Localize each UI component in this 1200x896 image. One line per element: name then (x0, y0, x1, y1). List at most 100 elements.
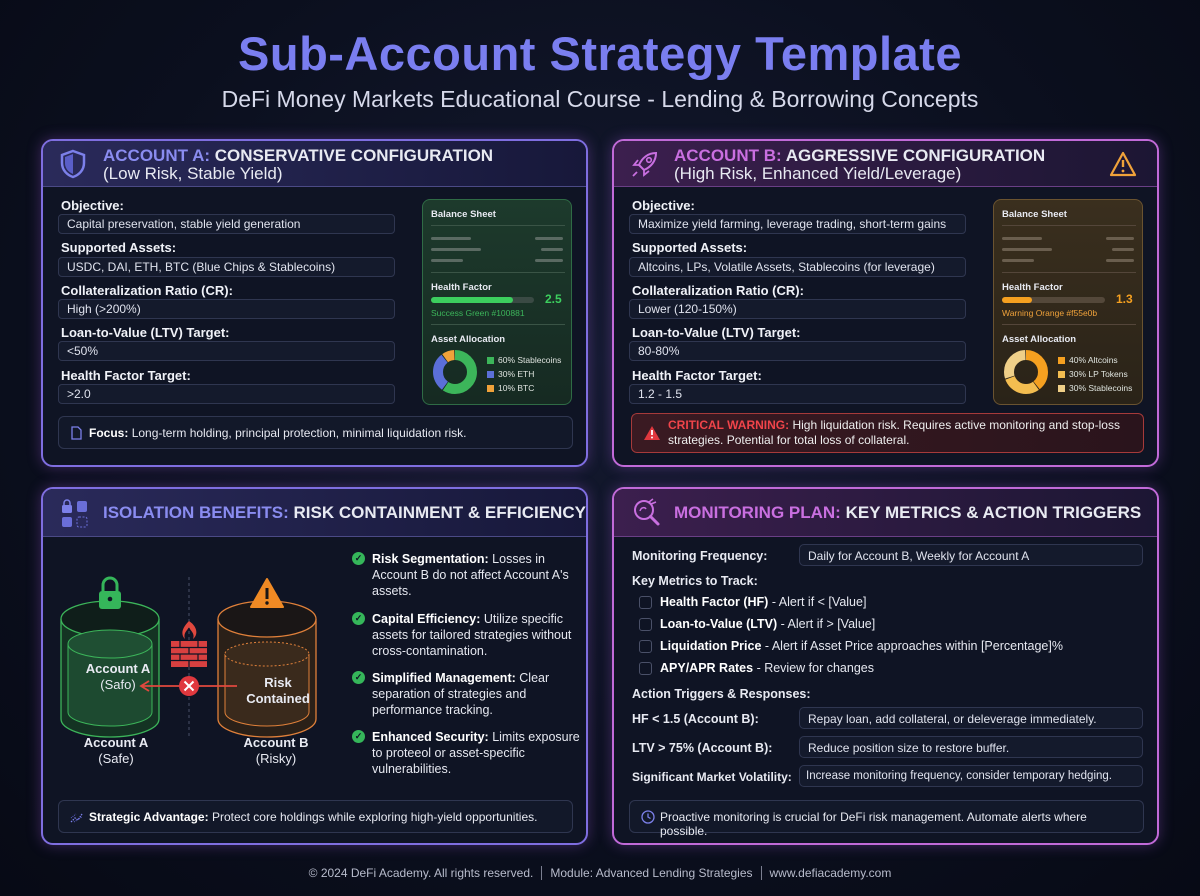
donut-segment (433, 350, 477, 394)
metric-text: - Alert if < [Value] (768, 595, 867, 609)
account-a-prefix: ACCOUNT A: (103, 146, 211, 165)
monitoring-header: MONITORING PLAN: KEY METRICS & ACTION TR… (614, 489, 1157, 537)
health-factor-bar (1002, 297, 1105, 303)
health-factor-fill (431, 297, 514, 303)
metric-item: Loan-to-Value (LTV) - Alert if > [Value] (660, 617, 875, 631)
objective-label: Objective: (632, 198, 695, 213)
advantage-text: Protect core holdings while exploring hi… (211, 810, 538, 824)
check-icon: ✓ (352, 552, 365, 565)
health-factor-value: 1.3 (1116, 292, 1133, 306)
legend-item: 10% BTC (487, 383, 534, 393)
donut-segment (433, 350, 477, 394)
asset-allocation-donut (1004, 350, 1048, 394)
benefit-text: Losses in Account B do not affect Accoun… (372, 552, 569, 598)
asset-allocation-donut (433, 350, 477, 394)
placeholder-line (535, 259, 563, 262)
legend-swatch (487, 371, 494, 378)
ltv-label: Loan-to-Value (LTV) Target: (632, 325, 801, 340)
health-factor-note: Warning Orange #f55e0b (1002, 308, 1098, 318)
legend-label: 40% Altcoins (1069, 355, 1118, 365)
supported-assets-field: USDC, DAI, ETH, BTC (Blue Chips & Stable… (58, 257, 395, 277)
inner-sublabel: (Safo) (100, 677, 136, 692)
donut-segment (1004, 350, 1048, 394)
legend-swatch (487, 357, 494, 364)
hf-target-label: Health Factor Target: (632, 368, 762, 383)
placeholder-line (1106, 237, 1134, 240)
metric-checkbox[interactable] (639, 596, 652, 609)
focus-text: Long-term holding, principal protection,… (131, 426, 467, 440)
ltv-field: <50% (58, 341, 395, 361)
metric-checkbox[interactable] (639, 662, 652, 675)
donut-segment (1004, 350, 1048, 394)
trigger-response-field[interactable]: Reduce position size to restore buffer. (799, 736, 1143, 758)
warning-icon (1109, 151, 1137, 177)
caption-sublabel: (Risky) (255, 751, 297, 766)
benefit-title: Risk Segmentation: (372, 552, 489, 566)
shield-icon (60, 149, 86, 179)
isolation-title: RISK CONTAINMENT & EFFICIENCY (293, 503, 586, 522)
footer-copyright: © 2024 DeFi Academy. All rights reserved… (308, 866, 534, 880)
donut-segment (1004, 350, 1048, 394)
firewall-icon (171, 621, 207, 667)
inner-label: Account A (85, 661, 151, 676)
balance-sheet-title: Balance Sheet (431, 209, 496, 220)
metric-checkbox[interactable] (639, 618, 652, 631)
placeholder-line (541, 248, 563, 251)
monitoring-title: KEY METRICS & ACTION TRIGGERS (845, 503, 1142, 522)
trigger-response-field[interactable]: Increase monitoring frequency, consider … (799, 765, 1143, 787)
benefit-text: Utilize specific assets for tailored str… (372, 612, 572, 658)
metric-name: Loan-to-Value (LTV) (660, 617, 778, 631)
legend-label: 60% Stablecoins (498, 355, 562, 365)
supported-assets-field: Altcoins, LPs, Volatile Assets, Stableco… (629, 257, 966, 277)
account-a-card: ACCOUNT A: CONSERVATIVE CONFIGURATION(Lo… (41, 139, 588, 467)
divider (431, 324, 565, 325)
objective-label: Objective: (61, 198, 124, 213)
page-title: Sub-Account Strategy Template (238, 27, 962, 80)
monitoring-note-text: Proactive monitoring is crucial for DeFi… (660, 810, 1087, 838)
check-icon: ✓ (352, 671, 365, 684)
footer-separator (541, 866, 543, 880)
key-metrics-label: Key Metrics to Track: (632, 574, 758, 588)
cr-field: Lower (120-150%) (629, 299, 966, 319)
focus-note: Focus: Long-term holding, principal prot… (58, 416, 573, 449)
balance-sheet-panel: Balance Sheet Health Factor 1.3 Warning … (993, 199, 1143, 405)
metric-text: - Alert if > [Value] (777, 617, 876, 631)
frequency-field[interactable]: Daily for Account B, Weekly for Account … (799, 544, 1143, 566)
account-a-inner-label: Account A(Safo) (63, 661, 173, 693)
objective-field: Capital preservation, stable yield gener… (58, 214, 395, 234)
trigger-label: LTV > 75% (Account B): (632, 741, 773, 755)
isolation-diagram (60, 576, 317, 739)
ltv-field: 80-80% (629, 341, 966, 361)
isolation-header: ISOLATION BENEFITS: RISK CONTAINMENT & E… (43, 489, 586, 537)
frequency-label: Monitoring Frequency: (632, 549, 768, 563)
metric-text: - Review for changes (753, 661, 874, 675)
account-b-card: ACCOUNT B: AGGRESSIVE CONFIGURATION(High… (612, 139, 1159, 467)
trigger-response-field[interactable]: Repay loan, add collateral, or deleverag… (799, 707, 1143, 729)
placeholder-line (431, 237, 471, 240)
account-b-caption: Account B(Risky) (221, 735, 331, 767)
warning-label: CRITICAL WARNING: (668, 418, 790, 432)
warning-icon (644, 426, 660, 440)
benefit-title: Capital Efficiency: (372, 612, 481, 626)
placeholder-line (535, 237, 563, 240)
legend-label: 10% BTC (498, 383, 535, 393)
legend-label: 30% LP Tokens (1069, 369, 1128, 379)
benefit-title: Simplified Management: (372, 671, 516, 685)
metric-checkbox[interactable] (639, 640, 652, 653)
health-factor-note: Success Green #100881 (431, 308, 525, 318)
divider (431, 272, 565, 273)
caption-label: Account B (243, 735, 309, 750)
isolation-benefits-card: ISOLATION BENEFITS: RISK CONTAINMENT & E… (41, 487, 588, 845)
footer-website[interactable]: www.defiacademy.com (769, 866, 892, 880)
caption-sublabel: (Safe) (98, 751, 134, 766)
asset-allocation-title: Asset Allocation (1002, 334, 1077, 345)
hf-target-field: 1.2 - 1.5 (629, 384, 966, 404)
legend-item: 40% Altcoins (1058, 355, 1118, 365)
critical-warning: CRITICAL WARNING: High liquidation risk.… (631, 413, 1144, 453)
cr-field: High (>200%) (58, 299, 395, 319)
placeholder-line (431, 259, 463, 262)
divider (1002, 324, 1136, 325)
divider (431, 225, 565, 226)
legend-swatch (1058, 357, 1065, 364)
strategic-advantage-note: Strategic Advantage: Protect core holdin… (58, 800, 573, 833)
